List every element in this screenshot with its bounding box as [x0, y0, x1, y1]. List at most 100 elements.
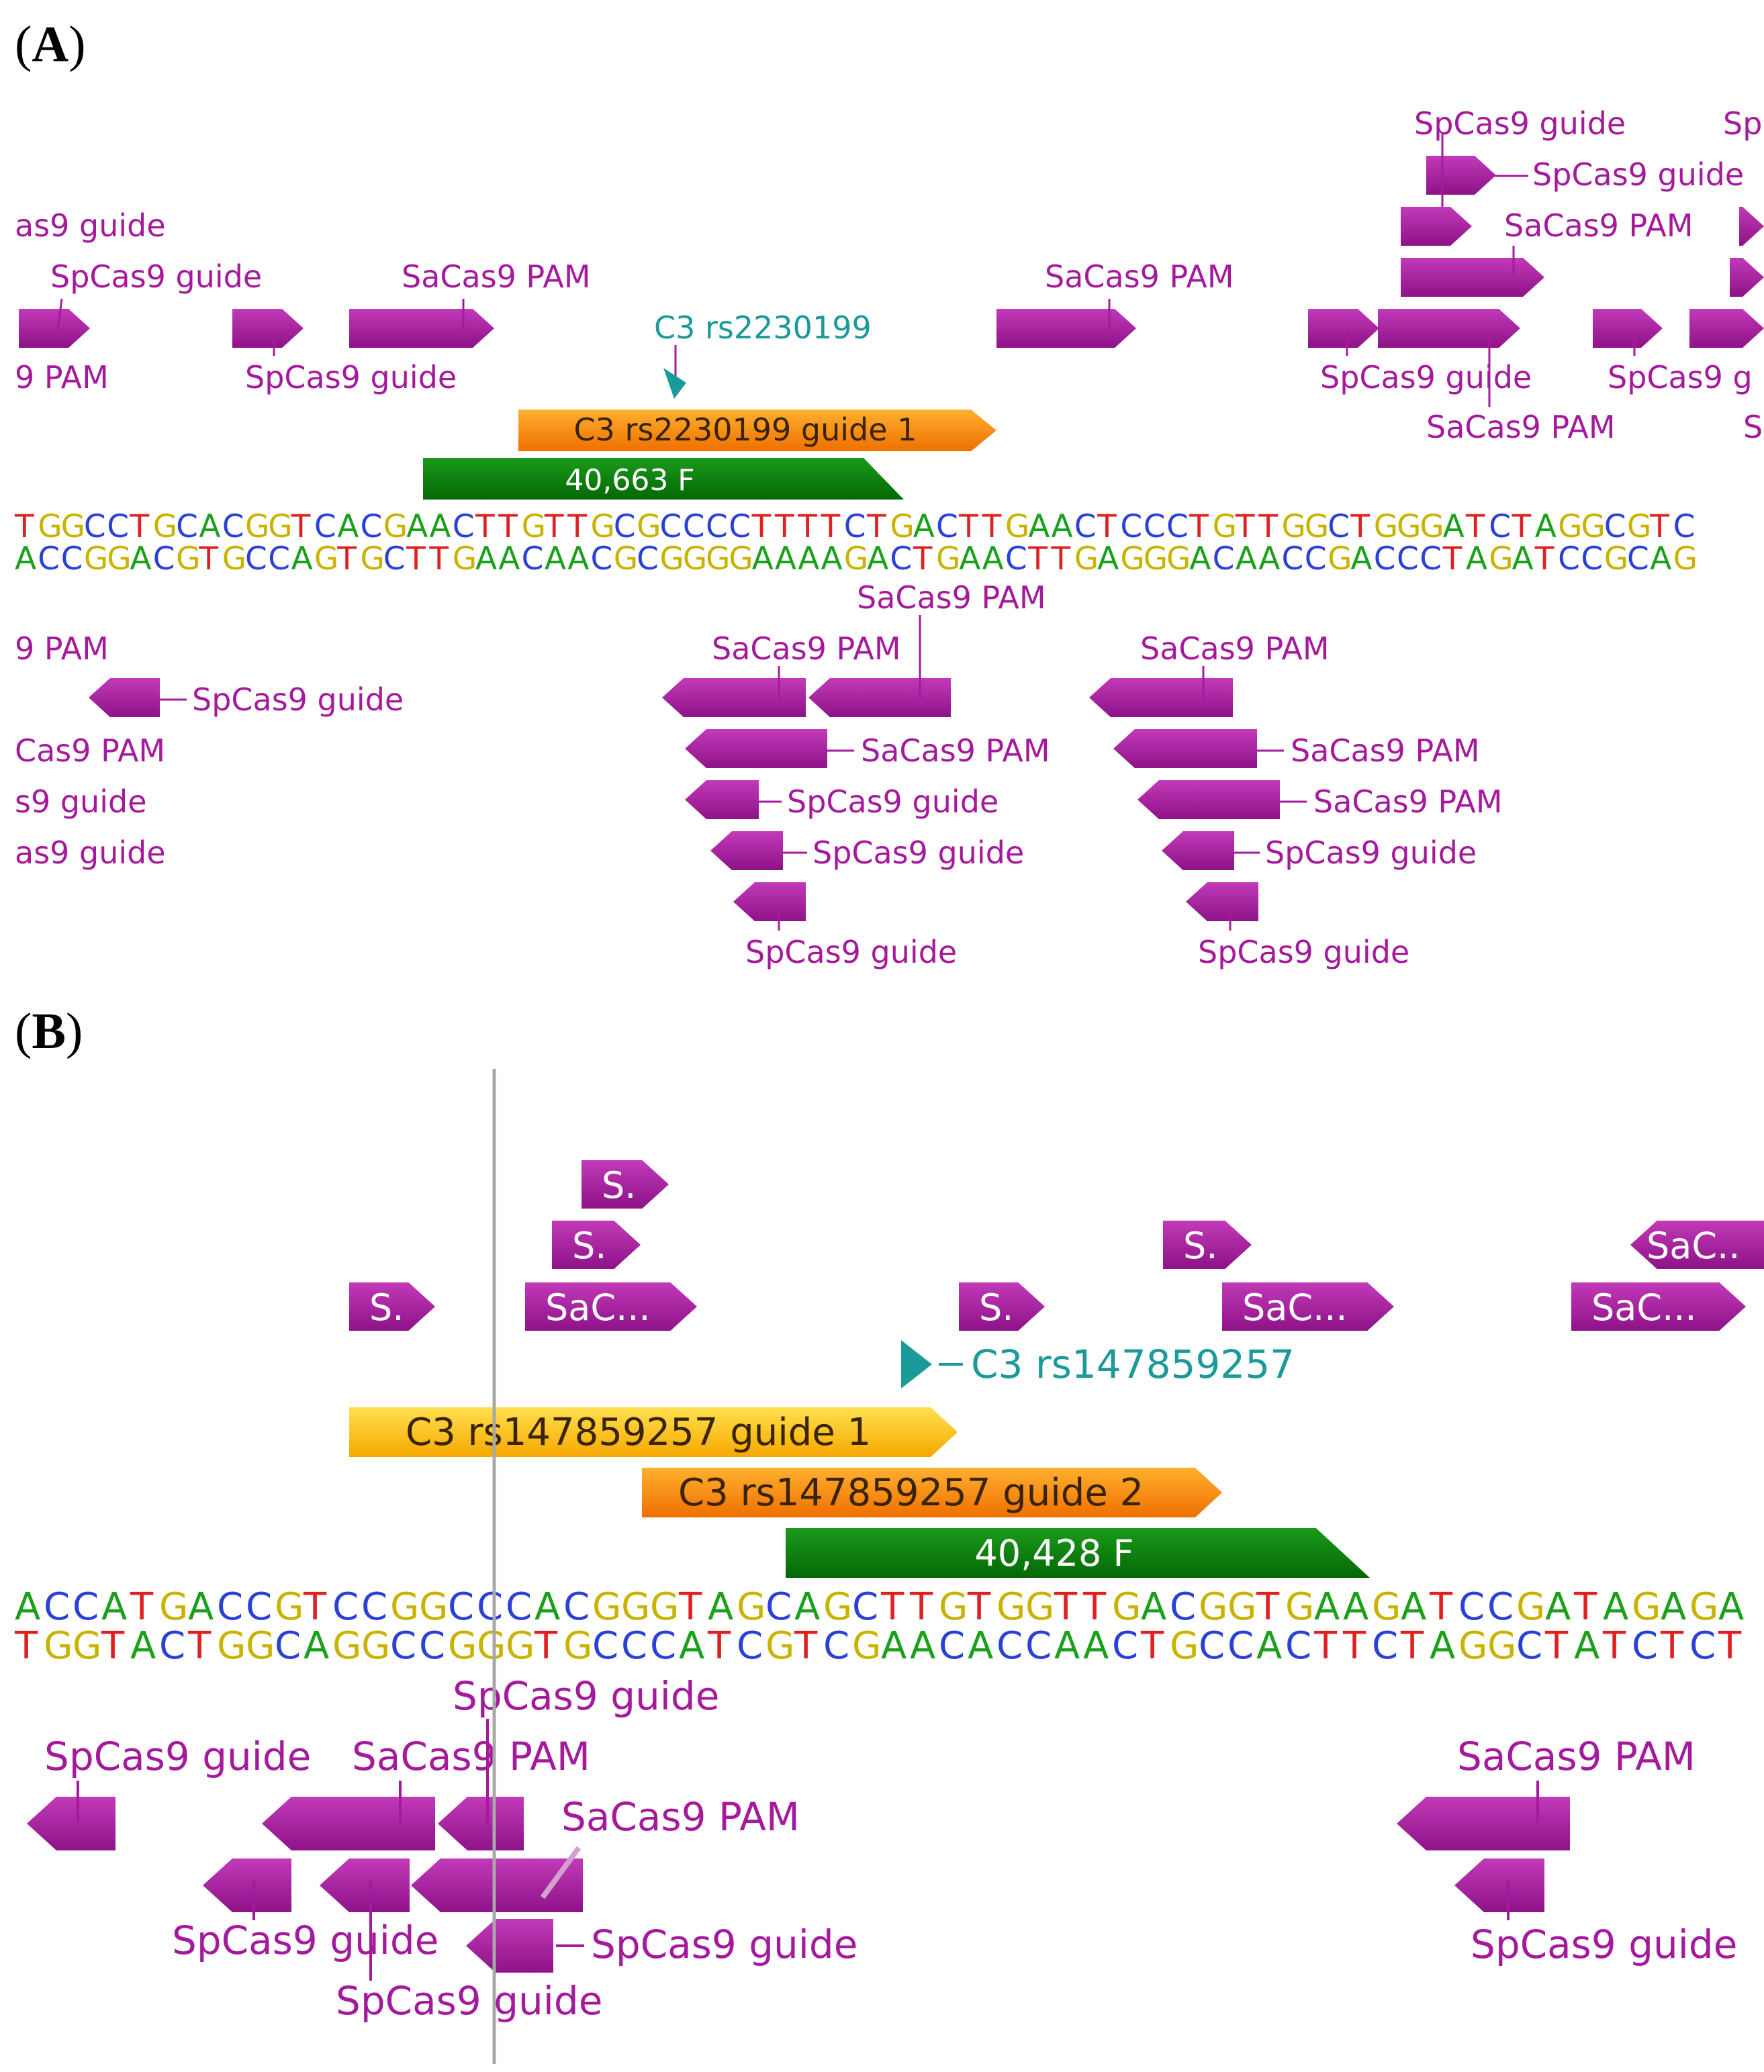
feature-label: SpCas9 guide	[44, 1734, 311, 1779]
feature-label-collapsed: SaC...	[545, 1286, 651, 1329]
feature-label-collapsed: SaC...	[1591, 1286, 1697, 1329]
primer-label: 40,428 F	[974, 1532, 1133, 1574]
feature-label: 9 PAM	[15, 630, 109, 667]
guide-1-arrow[interactable]	[518, 410, 996, 451]
feature-label-collapsed: S.	[369, 1286, 404, 1329]
snp-label: C3 rs147859257	[971, 1341, 1295, 1387]
feature-arrow[interactable]	[996, 309, 1136, 348]
feature-arrow[interactable]	[19, 309, 90, 348]
feature-label: SpCas9 guide	[1471, 1922, 1737, 1967]
feature-arrow[interactable]	[1113, 729, 1257, 768]
feature-arrow[interactable]	[685, 729, 827, 768]
feature-arrow[interactable]	[808, 678, 951, 717]
feature-label: SpCas9 guide	[787, 784, 999, 820]
panel-b-map: S.S.S.SaC...S.S.SaC...SaC..SaC...C3 rs14…	[14, 1160, 1764, 2024]
feature-label: SpCas9 guide	[1414, 105, 1626, 142]
feature-arrow-collapsed[interactable]	[1163, 1221, 1252, 1269]
feature-arrow-collapsed[interactable]	[959, 1282, 1045, 1331]
panel-label-a: (A)	[15, 16, 86, 73]
feature-arrow-collapsed[interactable]	[1630, 1221, 1764, 1269]
feature-label: SpCas9 guide	[453, 1673, 719, 1719]
feature-arrow-collapsed[interactable]	[525, 1282, 697, 1331]
guide-1-label: C3 rs2230199 guide 1	[574, 412, 917, 448]
guide-2-arrow[interactable]	[642, 1468, 1222, 1517]
feature-arrow[interactable]	[203, 1858, 291, 1912]
primer-arrow[interactable]	[786, 1528, 1370, 1578]
feature-label: Cas9 PAM	[15, 733, 165, 769]
feature-label: SaCas9 PAM	[712, 630, 901, 667]
feature-arrow[interactable]	[1138, 780, 1280, 819]
feature-arrow[interactable]	[1454, 1858, 1544, 1912]
snp-label: C3 rs2230199	[654, 310, 872, 346]
feature-arrow-collapsed[interactable]	[552, 1221, 641, 1269]
feature-arrow[interactable]	[1401, 207, 1472, 246]
feature-label: as9 guide	[15, 207, 166, 244]
primer-arrow[interactable]	[423, 458, 904, 500]
feature-label: SpCas9 guide	[50, 258, 262, 295]
feature-label-collapsed: S.	[979, 1286, 1013, 1329]
feature-arrow[interactable]	[466, 1919, 553, 1973]
feature-arrow[interactable]	[1739, 207, 1764, 246]
feature-arrow-collapsed[interactable]	[1222, 1282, 1394, 1331]
label-leader-line	[540, 1846, 582, 1899]
feature-arrow[interactable]	[1401, 258, 1544, 297]
feature-arrow-collapsed[interactable]	[349, 1282, 435, 1331]
feature-arrow[interactable]	[320, 1858, 410, 1912]
feature-arrow[interactable]	[232, 309, 304, 348]
feature-arrow[interactable]	[1186, 882, 1258, 921]
feature-label-collapsed: S.	[572, 1225, 606, 1267]
feature-arrow[interactable]	[1162, 831, 1234, 870]
guide-1-label: C3 rs147859257 guide 1	[406, 1411, 871, 1454]
feature-arrow[interactable]	[411, 1858, 583, 1912]
feature-label: SpCas9 guide	[591, 1922, 857, 1967]
feature-label: SpCas9 guide	[1265, 835, 1477, 871]
feature-label: S	[1743, 409, 1763, 445]
feature-arrow[interactable]	[1689, 309, 1764, 348]
snp-marker-icon[interactable]	[901, 1340, 932, 1388]
feature-arrow[interactable]	[1730, 258, 1764, 297]
feature-label: SpCas9 guide	[813, 835, 1024, 871]
label-leader-line	[56, 298, 63, 331]
feature-arrow[interactable]	[1593, 309, 1663, 348]
feature-arrow[interactable]	[89, 678, 160, 717]
feature-label-collapsed: S.	[602, 1164, 636, 1207]
feature-label-collapsed: S.	[1183, 1225, 1217, 1267]
feature-arrow[interactable]	[1308, 309, 1379, 348]
feature-arrow[interactable]	[438, 1797, 524, 1850]
panel-label-b: (B)	[15, 1003, 83, 1059]
feature-arrow-collapsed[interactable]	[582, 1160, 669, 1209]
feature-label: SpCas9 guide	[172, 1918, 438, 1963]
feature-label: SaCas9 PAM	[1045, 258, 1234, 295]
feature-arrow[interactable]	[1378, 309, 1520, 348]
feature-label: SpCas9 guide	[192, 681, 404, 718]
feature-arrow[interactable]	[733, 882, 806, 921]
feature-arrow[interactable]	[349, 309, 494, 348]
feature-label: SpCas9 guide	[1320, 359, 1532, 395]
feature-arrow[interactable]	[27, 1797, 115, 1850]
feature-arrow[interactable]	[710, 831, 783, 870]
feature-label: SpCas9 guide	[336, 1978, 602, 2024]
feature-label: SaCas9 PAM	[1291, 733, 1480, 769]
guide-2-label: C3 rs147859257 guide 2	[678, 1471, 1144, 1515]
feature-arrow[interactable]	[1426, 156, 1496, 195]
feature-label: SpCas9 guide	[1198, 934, 1409, 970]
snp-marker-icon[interactable]	[663, 368, 686, 399]
guide-1-arrow[interactable]	[349, 1407, 958, 1457]
feature-arrow[interactable]	[685, 780, 759, 819]
feature-arrow[interactable]	[662, 678, 806, 717]
feature-arrow[interactable]	[1397, 1797, 1570, 1850]
feature-label: SpCas9 g	[1608, 359, 1753, 395]
feature-label: SaCas9 PAM	[402, 258, 591, 295]
feature-arrow[interactable]	[262, 1797, 435, 1850]
feature-label: SaCas9 PAM	[1426, 409, 1616, 445]
feature-arrow[interactable]	[1089, 678, 1233, 717]
primer-label: 40,663 F	[565, 463, 694, 498]
feature-arrow-collapsed[interactable]	[1571, 1282, 1746, 1331]
feature-label: SaCas9 PAM	[352, 1734, 590, 1779]
feature-label-collapsed: SaC...	[1242, 1286, 1348, 1329]
feature-label: SaCas9 PAM	[1457, 1734, 1696, 1779]
